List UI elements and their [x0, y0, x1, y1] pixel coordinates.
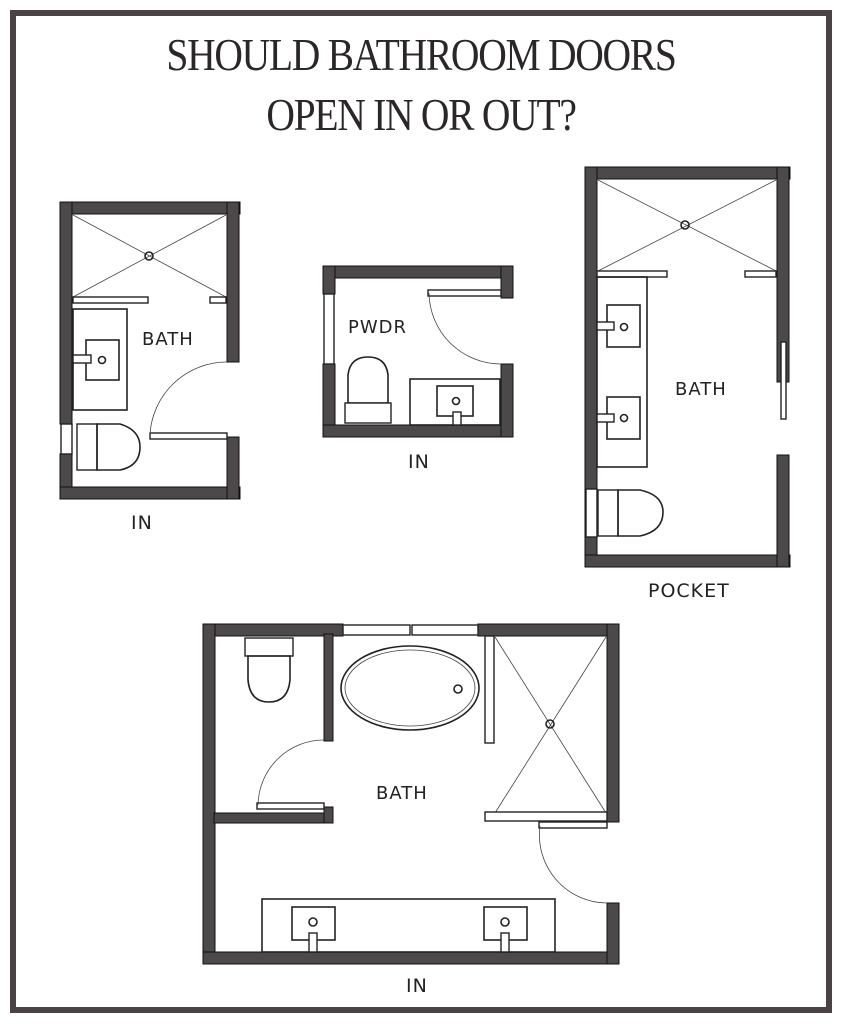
- toilet-icon: [76, 423, 141, 471]
- swing-door-icon: [149, 361, 228, 440]
- room-label: BATH: [142, 329, 194, 350]
- swing-door-icon: [538, 821, 608, 904]
- caption-master-bath: IN: [406, 975, 428, 997]
- swing-door-icon: [427, 289, 502, 365]
- plan-long-bath: BATH: [584, 166, 791, 568]
- sink-icon: [72, 308, 128, 411]
- room-label: BATH: [675, 379, 727, 400]
- shower-icon: [72, 214, 227, 298]
- plan-small-bath: BATH: [59, 201, 241, 500]
- outer-frame: [10, 10, 832, 1013]
- shower-icon: [597, 179, 777, 272]
- toilet-icon: [597, 489, 664, 537]
- toilet-icon: [344, 356, 392, 424]
- title-line-2: OPEN IN OR OUT?: [266, 89, 576, 140]
- plan-powder-room: PWDR: [322, 265, 514, 438]
- caption-powder-room: IN: [408, 451, 430, 473]
- oval-tub-icon: [340, 645, 480, 731]
- sink-icon: [409, 378, 501, 426]
- pocket-door-icon: [780, 341, 787, 420]
- window-icon: [342, 624, 479, 636]
- title-line-1: SHOULD BATHROOM DOORS: [166, 29, 677, 80]
- caption-long-bath: POCKET: [648, 580, 730, 602]
- double-vanity-icon: [261, 898, 556, 953]
- toilet-icon: [244, 637, 294, 703]
- plan-master-bath: BATH: [202, 623, 620, 965]
- shower-icon: [494, 636, 607, 814]
- double-sink-icon: [596, 276, 648, 468]
- swing-door-icon: [256, 739, 325, 810]
- room-label: PWDR: [348, 317, 407, 338]
- caption-small-bath: IN: [131, 512, 153, 534]
- room-label: BATH: [376, 783, 428, 804]
